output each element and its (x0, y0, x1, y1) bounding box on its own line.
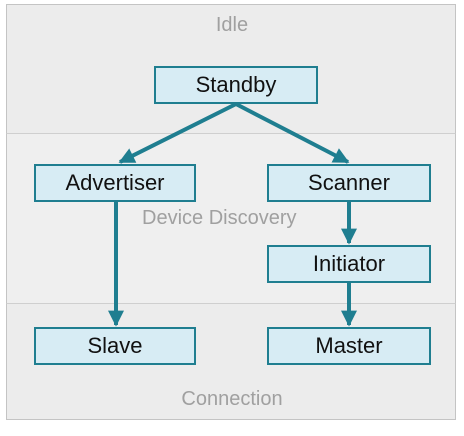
state-slave-label: Slave (87, 333, 143, 358)
arrow-standby-to-scanner (235, 102, 350, 164)
state-initiator-label: Initiator (312, 251, 386, 276)
idle-region-label: Idle (215, 14, 249, 36)
state-standby: Standby (154, 66, 318, 104)
idle-region (6, 4, 456, 134)
arrow-standby-to-advertiser (118, 102, 237, 164)
state-advertiser: Advertiser (34, 164, 196, 202)
state-scanner-label: Scanner (308, 170, 390, 195)
device-discovery-region-label: Device Discovery (142, 207, 297, 229)
state-master: Master (267, 327, 431, 365)
state-standby-label: Standby (195, 72, 277, 97)
state-scanner: Scanner (267, 164, 431, 202)
state-master-label: Master (315, 333, 383, 358)
state-initiator: Initiator (267, 245, 431, 283)
state-slave: Slave (34, 327, 196, 365)
connection-region-label: Connection (181, 388, 283, 410)
state-advertiser-label: Advertiser (65, 170, 165, 195)
